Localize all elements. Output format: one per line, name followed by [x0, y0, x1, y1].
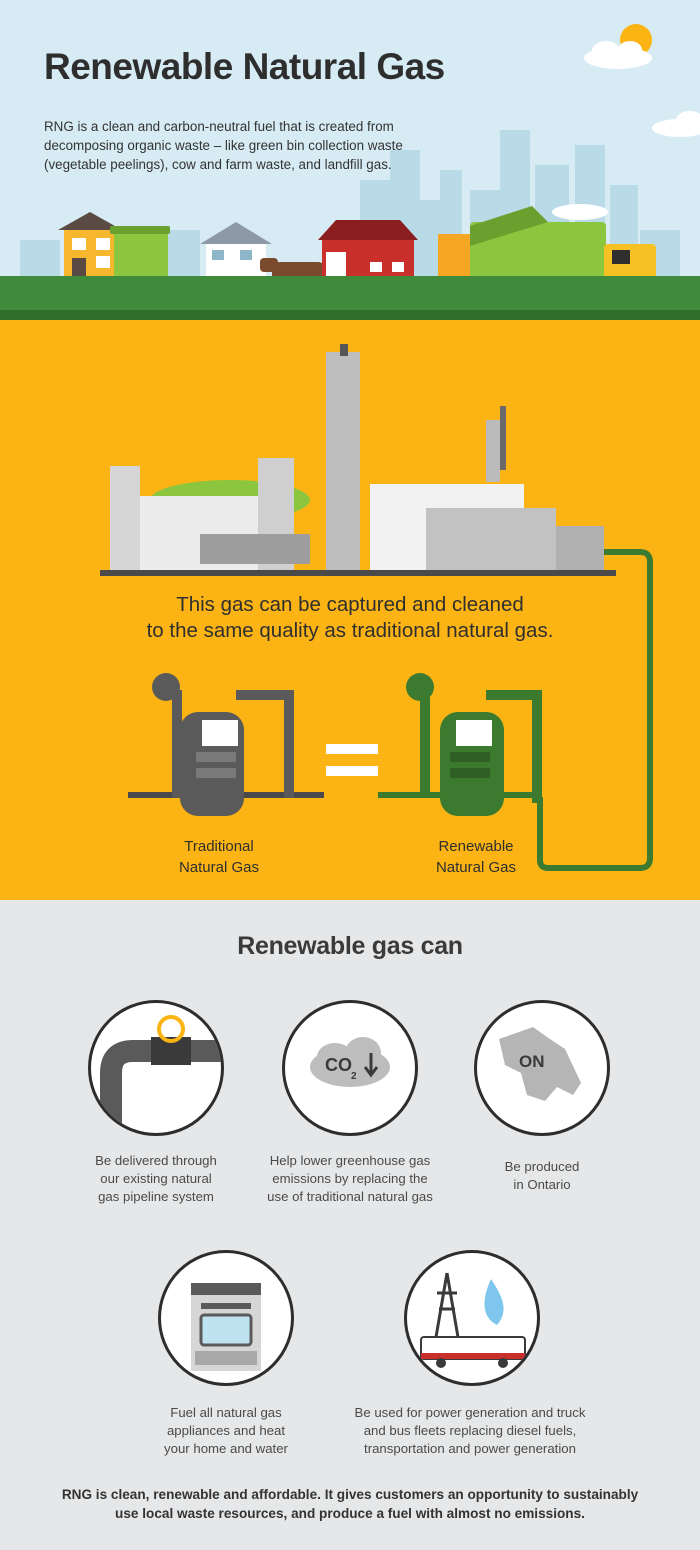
benefit-line: Help lower greenhouse gas	[269, 1153, 431, 1168]
benefit-line: your home and water	[164, 1441, 288, 1456]
benefits-section: Renewable gas can Be delivered through o…	[0, 900, 700, 1550]
power-tower-bus-flame-icon	[404, 1250, 540, 1386]
ontario-map-icon: ON	[474, 1000, 610, 1136]
benefit-emissions-text: Help lower greenhouse gas emissions by r…	[248, 1152, 452, 1206]
equals-icon	[326, 744, 378, 776]
renewable-line-1: Renewable	[438, 838, 514, 855]
page-title: Renewable Natural Gas	[44, 46, 445, 87]
intro-text: RNG is a clean and carbon-neutral fuel t…	[44, 119, 403, 172]
gas-stove-icon	[158, 1250, 294, 1386]
benefits-heading: Renewable gas can	[237, 932, 463, 960]
captured-line-2: to the same quality as traditional natur…	[146, 619, 554, 642]
benefit-line: use of traditional natural gas	[267, 1189, 433, 1204]
renewable-line-2: Natural Gas	[435, 859, 517, 876]
traditional-line-2: Natural Gas	[178, 859, 260, 876]
benefit-pipeline-text: Be delivered through our existing natura…	[70, 1152, 242, 1206]
footer-line-2: use local waste resources, and produce a…	[115, 1506, 585, 1521]
benefit-line: Fuel all natural gas	[170, 1405, 282, 1420]
benefit-line: Be produced	[504, 1159, 580, 1174]
benefit-appliances-text: Fuel all natural gas appliances and heat…	[148, 1404, 304, 1458]
benefit-line: transportation and power generation	[364, 1441, 576, 1456]
renewable-gas-meter-icon	[378, 673, 542, 816]
benefit-line: gas pipeline system	[98, 1189, 214, 1204]
barn-icon	[318, 220, 418, 284]
benefit-line: emissions by replacing the	[272, 1171, 428, 1186]
captured-line-1: This gas can be captured and cleaned	[176, 593, 524, 616]
rng-plant-illustration	[100, 344, 653, 871]
cloud-icon	[552, 41, 700, 220]
traditional-gas-meter-icon	[128, 673, 324, 816]
benefit-line: Be delivered through	[95, 1153, 217, 1168]
benefit-line: and bus fleets replacing diesel fuels,	[363, 1423, 577, 1438]
header-scene: Renewable Natural Gas RNG is a clean and…	[0, 0, 700, 320]
co2-label: CO	[325, 1055, 352, 1075]
process-section: This gas can be captured and cleaned to …	[0, 320, 700, 900]
house-icon	[200, 222, 272, 276]
co2-subscript: 2	[351, 1071, 357, 1082]
benefit-line: in Ontario	[513, 1177, 571, 1192]
ontario-abbr: ON	[519, 1052, 545, 1071]
benefit-line: appliances and heat	[166, 1423, 286, 1438]
benefit-ontario-text: Be produced in Ontario	[460, 1158, 624, 1194]
benefit-line: Be used for power generation and truck	[354, 1405, 586, 1420]
benefit-power-text: Be used for power generation and truck a…	[340, 1404, 600, 1458]
co2-cloud-icon: CO 2	[282, 1000, 418, 1136]
house-icon	[58, 212, 122, 278]
footer-summary: RNG is clean, renewable and affordable. …	[40, 1485, 660, 1523]
traditional-label: Traditional Natural Gas	[139, 836, 299, 878]
pipeline-valve-icon	[88, 1000, 224, 1136]
traditional-line-1: Traditional	[184, 838, 254, 855]
benefit-line: our existing natural	[100, 1171, 212, 1186]
renewable-label: Renewable Natural Gas	[396, 836, 556, 878]
city-skyline-illustration	[20, 24, 700, 303]
footer-line-1: RNG is clean, renewable and affordable. …	[61, 1487, 639, 1502]
grass-edge	[0, 310, 700, 320]
captured-text: This gas can be captured and cleaned to …	[0, 592, 700, 644]
